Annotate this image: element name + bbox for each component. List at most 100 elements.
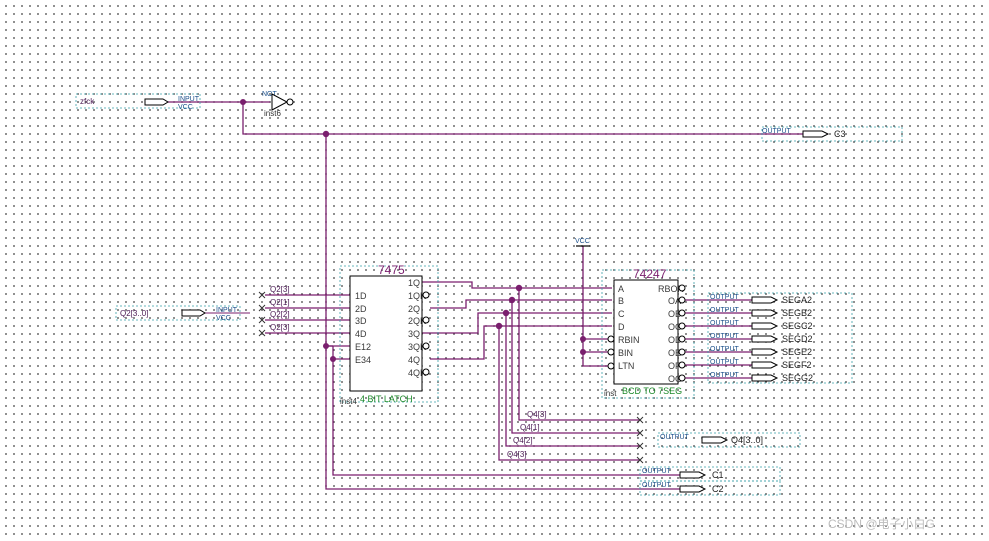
latch-pin: 3Q bbox=[408, 329, 420, 339]
q2-bit-labels: Q2[3] Q2[1] Q2[2] Q2[3] bbox=[258, 285, 290, 337]
latch-subtitle: 4 BIT LATCH bbox=[360, 394, 413, 404]
latch-pin: 4QN bbox=[408, 368, 427, 378]
decoder-pin: A bbox=[618, 284, 624, 294]
segment-name: SEGA2 bbox=[782, 295, 812, 305]
output-arrow-icon bbox=[751, 296, 779, 304]
latch-pin: 2D bbox=[355, 304, 367, 314]
decoder-pin: B bbox=[618, 296, 624, 306]
decoder-pin: C bbox=[618, 309, 625, 319]
output-name-c1: C1 bbox=[712, 470, 724, 480]
segment-name: SEGE2 bbox=[782, 347, 812, 357]
output-pin-c2[interactable]: OUTPUT C2 bbox=[639, 480, 781, 496]
clock-input-vcc: VCC bbox=[178, 104, 193, 111]
q4-bit-label: Q4[2] bbox=[513, 436, 533, 445]
wires bbox=[168, 101, 828, 490]
output-arrow-icon bbox=[751, 309, 779, 317]
not-gate-label: NOT bbox=[262, 91, 278, 98]
output-pin-c3[interactable]: OUTPUT C3 bbox=[761, 126, 903, 142]
output-arrow-icon bbox=[679, 485, 707, 493]
not-bubble-icon bbox=[286, 98, 294, 106]
decoder-title: 74247 bbox=[633, 267, 667, 281]
q4-bit-labels: Q4[3] Q4[1] Q4[2] Q4[3] bbox=[507, 410, 644, 464]
output-arrow-icon bbox=[751, 361, 779, 369]
output-arrow-icon bbox=[751, 348, 779, 356]
output-type: OUTPUT bbox=[710, 372, 740, 379]
output-pin-segb[interactable]: OUTPUT SEGB2 bbox=[710, 307, 812, 318]
input-arrow-icon bbox=[181, 309, 206, 317]
decoder-pin: RBIN bbox=[618, 335, 640, 345]
no-connect-icon bbox=[258, 291, 266, 337]
inverted-output-icon bbox=[678, 284, 686, 382]
decoder-74247[interactable]: 74247 A B C D RBIN BIN LTN RBON OA OB OC… bbox=[601, 267, 695, 399]
latch-pin: 1QN bbox=[408, 291, 427, 301]
junctions bbox=[240, 99, 586, 362]
decoder-pin: OA bbox=[668, 296, 681, 306]
segment-name: SEGB2 bbox=[782, 308, 812, 318]
output-pin-segf[interactable]: OUTPUT SEGF2 bbox=[710, 359, 812, 370]
output-type-c3: OUTPUT bbox=[762, 128, 792, 135]
output-pin-segg[interactable]: OUTPUT SEGG2 bbox=[710, 372, 813, 383]
q2-input-pin[interactable]: Q2[3..0] INPUT VCC bbox=[115, 305, 241, 322]
latch-7475[interactable]: 7475 1D 2D 3D 4D E12 E34 1Q 1QN 2Q 2QN 3… bbox=[339, 263, 439, 406]
output-type: OUTPUT bbox=[710, 307, 740, 314]
latch-pin: E12 bbox=[355, 342, 371, 352]
latch-pin: 3QN bbox=[408, 342, 427, 352]
output-type-c1: OUTPUT bbox=[642, 468, 672, 475]
q2-bit-label: Q2[3] bbox=[270, 285, 290, 294]
decoder-pin: OB bbox=[668, 309, 681, 319]
segment-name: SEGC2 bbox=[782, 321, 813, 331]
not-gate[interactable]: NOT inst6 bbox=[262, 91, 294, 118]
decoder-pin: OF bbox=[668, 361, 681, 371]
decoder-pin: OD bbox=[668, 335, 682, 345]
no-connect-icon bbox=[636, 416, 644, 464]
segment-name: SEGG2 bbox=[782, 373, 813, 383]
q2-bit-label: Q2[3] bbox=[270, 323, 290, 332]
clock-input-name: zfck bbox=[80, 97, 95, 106]
output-pin-q4[interactable]: OUTPUT Q4[3..0] bbox=[657, 432, 801, 448]
clock-input-type: INPUT bbox=[178, 96, 200, 103]
output-pin-c1[interactable]: OUTPUT C1 bbox=[639, 466, 781, 482]
latch-pin: 4D bbox=[355, 329, 367, 339]
segment-outputs[interactable]: OUTPUT SEGA2 OUTPUT SEGB2 OUTPUT SEGC2 O… bbox=[707, 292, 853, 384]
watermark: CSDN @电子小白G bbox=[828, 516, 935, 531]
output-pin-segd[interactable]: OUTPUT SEGD2 bbox=[710, 333, 813, 344]
q4-bit-label: Q4[1] bbox=[520, 423, 540, 432]
decoder-pin: RBON bbox=[658, 284, 684, 294]
output-type: OUTPUT bbox=[710, 346, 740, 353]
output-pin-sege[interactable]: OUTPUT SEGE2 bbox=[710, 346, 812, 357]
segment-name: SEGF2 bbox=[782, 360, 812, 370]
decoder-pin: D bbox=[618, 322, 625, 332]
q2-bit-label: Q2[2] bbox=[270, 310, 290, 319]
latch-pin: 3D bbox=[355, 316, 367, 326]
latch-body bbox=[349, 275, 423, 392]
decoder-pin: LTN bbox=[618, 361, 634, 371]
output-arrow-icon bbox=[751, 335, 779, 343]
decoder-pin: OC bbox=[668, 322, 682, 332]
output-pin-sega[interactable]: OUTPUT SEGA2 bbox=[710, 294, 812, 305]
not-gate-inst: inst6 bbox=[264, 109, 281, 118]
decoder-pin: OG bbox=[668, 374, 682, 384]
decoder-inst: inst bbox=[604, 389, 617, 398]
output-arrow-icon bbox=[701, 436, 729, 444]
output-arrow-icon bbox=[751, 374, 779, 382]
latch-pin: 2QN bbox=[408, 316, 427, 326]
q4-bit-label: Q4[3] bbox=[507, 450, 527, 459]
output-type: OUTPUT bbox=[710, 333, 740, 340]
latch-pin: E34 bbox=[355, 355, 371, 365]
not-gate-icon bbox=[271, 93, 289, 111]
latch-title: 7475 bbox=[378, 263, 405, 277]
inverted-output-icon bbox=[422, 291, 430, 376]
decoder-pin: BIN bbox=[618, 348, 633, 358]
vcc-source[interactable]: VCC bbox=[575, 238, 590, 247]
q4-bit-label: Q4[3] bbox=[527, 410, 547, 419]
q2-input-vcc: VCC bbox=[216, 315, 231, 322]
output-type: OUTPUT bbox=[710, 294, 740, 301]
decoder-pin: OE bbox=[668, 348, 681, 358]
output-type-q4: OUTPUT bbox=[660, 434, 690, 441]
segment-name: SEGD2 bbox=[782, 334, 813, 344]
output-pin-segc[interactable]: OUTPUT SEGC2 bbox=[710, 320, 813, 331]
clock-input-pin[interactable]: zfck INPUT VCC bbox=[75, 93, 201, 111]
q2-input-name: Q2[3..0] bbox=[120, 309, 148, 318]
